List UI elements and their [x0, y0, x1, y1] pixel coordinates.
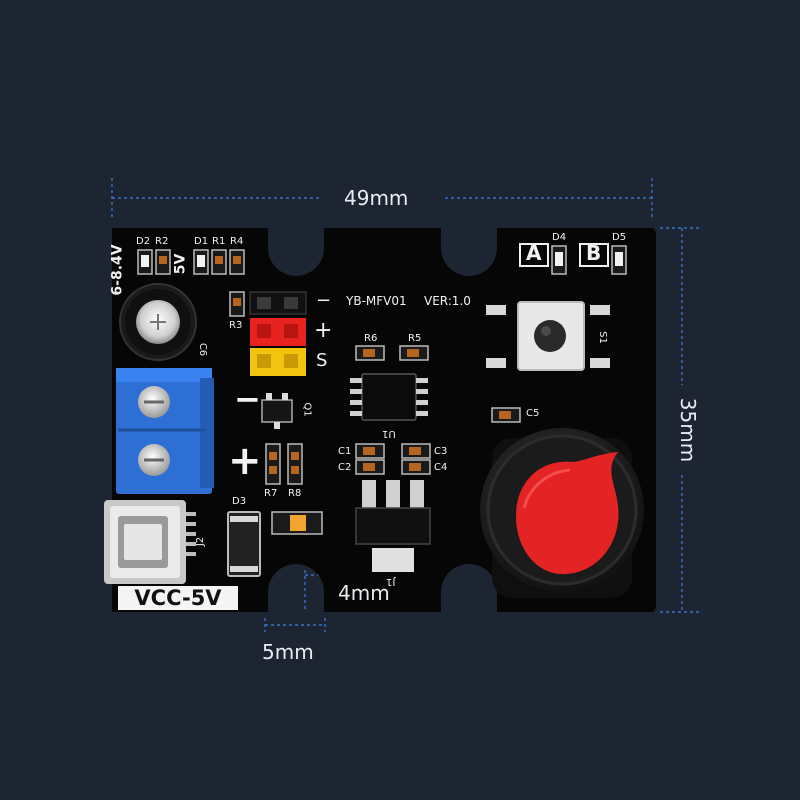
terminal-plus-label: +	[228, 438, 262, 484]
ref-c4: C4	[434, 462, 448, 473]
vcc-label: VCC-5V	[118, 586, 238, 610]
ref-r6: R6	[364, 333, 378, 344]
micro-usb-connector	[104, 500, 196, 584]
voltage-regulator	[355, 480, 431, 572]
button-a-label: A	[526, 241, 542, 265]
hole-width-label: 5mm	[262, 640, 314, 664]
ref-j1: J1	[386, 576, 396, 587]
version-label: VER:1.0	[424, 294, 471, 308]
button-b-label: B	[586, 241, 602, 265]
ref-r5: R5	[408, 333, 422, 344]
ref-c6: C6	[197, 342, 209, 357]
silkscreen-marks	[519, 243, 609, 267]
ref-j2: J2	[195, 536, 207, 547]
ref-r8: R8	[288, 488, 302, 499]
ref-c5: C5	[526, 408, 540, 419]
terminal-block	[116, 368, 214, 494]
ref-r2: R2	[155, 236, 169, 247]
ref-d1: D1	[194, 236, 209, 247]
ref-r1: R1	[212, 236, 226, 247]
ref-c3: C3	[434, 446, 448, 457]
ref-u1: U1	[382, 428, 396, 439]
ref-s1: S1	[596, 331, 608, 344]
ref-q1: Q1	[301, 402, 313, 417]
header-signal-label: S	[316, 350, 328, 371]
header-plus-label: +	[314, 318, 333, 343]
ic-chip	[350, 373, 428, 421]
potentiometer-knob	[480, 428, 644, 598]
header-minus-label: −	[316, 290, 332, 311]
ref-r4: R4	[230, 236, 244, 247]
ref-r3: R3	[229, 320, 243, 331]
height-dimension-label: 35mm	[676, 397, 701, 463]
board-id-label: YB-MFV01	[346, 294, 407, 308]
terminal-minus-label: −	[234, 380, 261, 418]
ref-d3: D3	[232, 496, 247, 507]
smd-components	[137, 245, 627, 535]
hole-spacing-label: 4mm	[338, 581, 390, 605]
ref-d4: D4	[552, 232, 567, 243]
diode-d3	[227, 511, 261, 577]
ref-r7: R7	[264, 488, 278, 499]
dimension-lines	[111, 178, 700, 632]
power-in-label: 6-8.4V	[109, 244, 126, 296]
five-volt-label: 5V	[172, 253, 189, 275]
pin-headers	[249, 291, 307, 376]
ref-c1: C1	[338, 446, 352, 457]
ref-d2: D2	[136, 236, 151, 247]
push-button-s1	[486, 301, 610, 371]
transistor-q1	[261, 393, 293, 429]
ref-d5: D5	[612, 232, 627, 243]
ref-c2: C2	[338, 462, 352, 473]
width-dimension-label: 49mm	[344, 186, 409, 210]
capacitor-c6	[119, 283, 197, 361]
